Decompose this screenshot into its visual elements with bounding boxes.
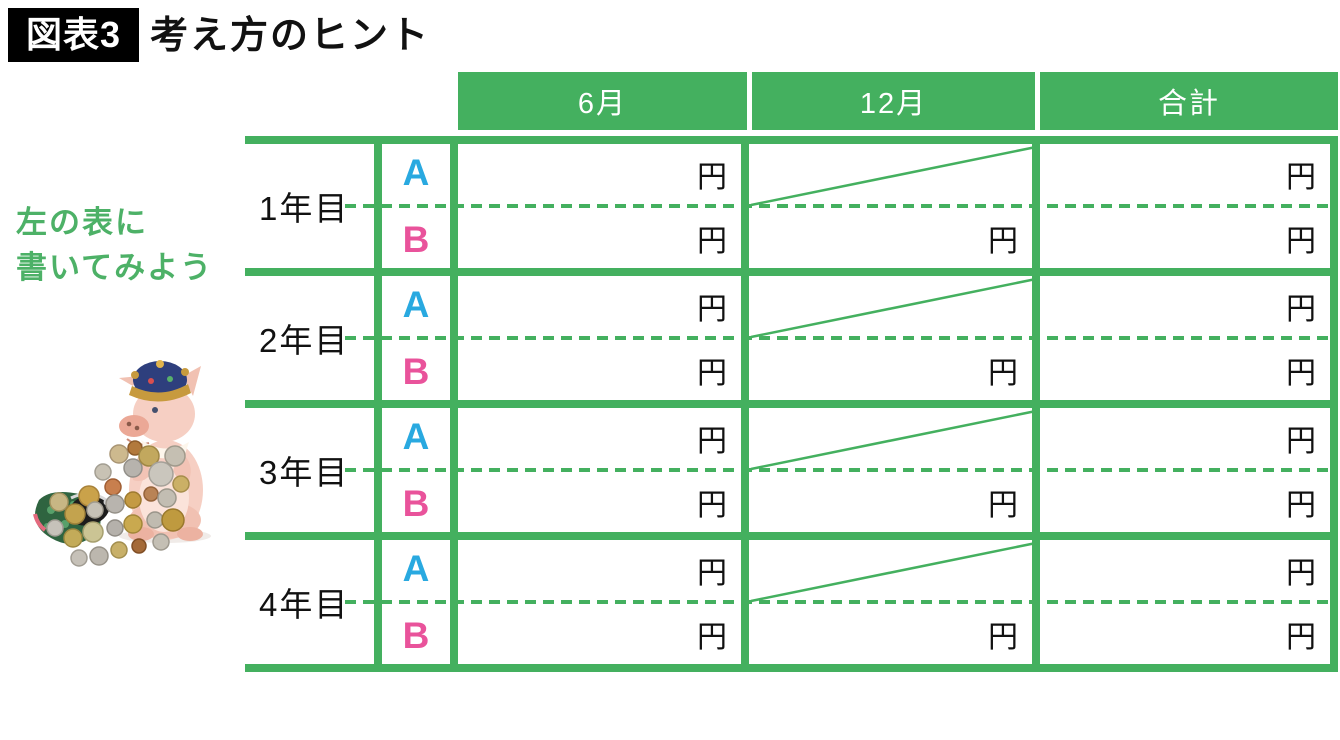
page-title: 考え方のヒント bbox=[150, 15, 431, 57]
cell-june-b: 円 bbox=[697, 621, 727, 654]
cell-total-b: 円 bbox=[1286, 357, 1316, 390]
grid-line bbox=[741, 408, 749, 532]
year-row-4: 4年目 A B 円 円 円 円 円 bbox=[245, 540, 1338, 664]
year-label: 2年目 bbox=[259, 322, 350, 359]
grid-line bbox=[741, 144, 749, 268]
year-label: 4年目 bbox=[259, 586, 350, 623]
cell-december-b: 円 bbox=[988, 357, 1018, 390]
column-header-total: 合計 bbox=[1040, 72, 1338, 130]
ab-divider-dashed-line bbox=[345, 600, 1338, 604]
year-label: 3年目 bbox=[259, 454, 350, 491]
column-december: 円 bbox=[749, 144, 1032, 268]
grid-line bbox=[1330, 540, 1338, 664]
ab-column: A B bbox=[382, 540, 450, 664]
year-row-3: 3年目 A B 円 円 円 円 円 bbox=[245, 408, 1338, 532]
year-label: 1年目 bbox=[259, 190, 350, 227]
grid-line bbox=[1032, 144, 1040, 268]
scattered-coins bbox=[46, 440, 190, 567]
ab-column: A B bbox=[382, 276, 450, 400]
grid-line bbox=[374, 276, 382, 400]
cell-december-a bbox=[749, 408, 1032, 468]
table-top-bar bbox=[245, 136, 1338, 144]
column-june: 円 円 bbox=[458, 276, 741, 400]
ab-divider-dashed-line bbox=[345, 204, 1338, 208]
cell-december-a bbox=[749, 144, 1032, 204]
grid-line bbox=[1032, 540, 1040, 664]
grid-line bbox=[450, 540, 458, 664]
column-june: 円 円 bbox=[458, 144, 741, 268]
cell-total-b: 円 bbox=[1286, 489, 1316, 522]
grid-line bbox=[1330, 276, 1338, 400]
ab-column: A B bbox=[382, 144, 450, 268]
cell-december-b: 円 bbox=[988, 489, 1018, 522]
cell-june-b: 円 bbox=[697, 489, 727, 522]
year-row-2: 2年目 A B 円 円 円 円 円 bbox=[245, 276, 1338, 400]
year-row-1: 1年目 A B 円 円 円 円 円 bbox=[245, 144, 1338, 268]
row-a-label: A bbox=[402, 548, 430, 589]
cell-june-a: 円 bbox=[697, 293, 727, 326]
grid-line bbox=[374, 540, 382, 664]
cell-june-b: 円 bbox=[697, 357, 727, 390]
cell-june-a: 円 bbox=[697, 425, 727, 458]
grid-line bbox=[741, 276, 749, 400]
cell-december-b: 円 bbox=[988, 225, 1018, 258]
row-a-label: A bbox=[402, 152, 430, 193]
cell-june-b: 円 bbox=[697, 225, 727, 258]
row-a-label: A bbox=[402, 416, 430, 457]
row-separator-bar bbox=[245, 532, 1338, 540]
column-december: 円 bbox=[749, 540, 1032, 664]
cell-december-a bbox=[749, 276, 1032, 336]
cell-total-a: 円 bbox=[1286, 161, 1316, 194]
column-june: 円 円 bbox=[458, 540, 741, 664]
row-b-label: B bbox=[402, 615, 430, 656]
column-total: 円 円 bbox=[1040, 540, 1330, 664]
grid-line bbox=[450, 276, 458, 400]
figure-number-badge: 図表3 bbox=[8, 8, 140, 62]
row-a-label: A bbox=[402, 284, 430, 325]
table-bottom-bar bbox=[245, 664, 1338, 672]
grid-line bbox=[374, 408, 382, 532]
grid-line bbox=[1330, 408, 1338, 532]
grid-line bbox=[1032, 276, 1040, 400]
ab-column: A B bbox=[382, 408, 450, 532]
hint-line-2: 書いてみよう bbox=[16, 250, 214, 285]
column-december: 円 bbox=[749, 276, 1032, 400]
grid-line bbox=[1330, 144, 1338, 268]
cell-total-a: 円 bbox=[1286, 293, 1316, 326]
cell-total-b: 円 bbox=[1286, 621, 1316, 654]
cell-total-a: 円 bbox=[1286, 425, 1316, 458]
hint-line-1: 左の表に bbox=[16, 205, 148, 240]
row-separator-bar bbox=[245, 400, 1338, 408]
grid-line bbox=[450, 408, 458, 532]
piggy-bank-illustration bbox=[33, 360, 211, 567]
ab-divider-dashed-line bbox=[345, 468, 1338, 472]
column-total: 円 円 bbox=[1040, 144, 1330, 268]
grid-line bbox=[741, 540, 749, 664]
row-separator-bar bbox=[245, 268, 1338, 276]
column-total: 円 円 bbox=[1040, 276, 1330, 400]
cell-june-a: 円 bbox=[697, 161, 727, 194]
column-total: 円 円 bbox=[1040, 408, 1330, 532]
worksheet-table: 6月 12月 合計 1年目 A B 円 円 円 bbox=[245, 72, 1338, 672]
hint-text: 左の表に 書いてみよう bbox=[16, 200, 213, 290]
cell-december-a bbox=[749, 540, 1032, 600]
column-header-december: 12月 bbox=[752, 72, 1035, 130]
ab-divider-dashed-line bbox=[345, 336, 1338, 340]
row-b-label: B bbox=[402, 219, 430, 260]
cell-december-b: 円 bbox=[988, 621, 1018, 654]
grid-line bbox=[1032, 408, 1040, 532]
row-b-label: B bbox=[402, 483, 430, 524]
column-header-june: 6月 bbox=[458, 72, 747, 130]
cell-total-a: 円 bbox=[1286, 557, 1316, 590]
cell-june-a: 円 bbox=[697, 557, 727, 590]
row-b-label: B bbox=[402, 351, 430, 392]
cell-total-b: 円 bbox=[1286, 225, 1316, 258]
grid-line bbox=[374, 144, 382, 268]
grid-line bbox=[450, 144, 458, 268]
column-june: 円 円 bbox=[458, 408, 741, 532]
column-december: 円 bbox=[749, 408, 1032, 532]
